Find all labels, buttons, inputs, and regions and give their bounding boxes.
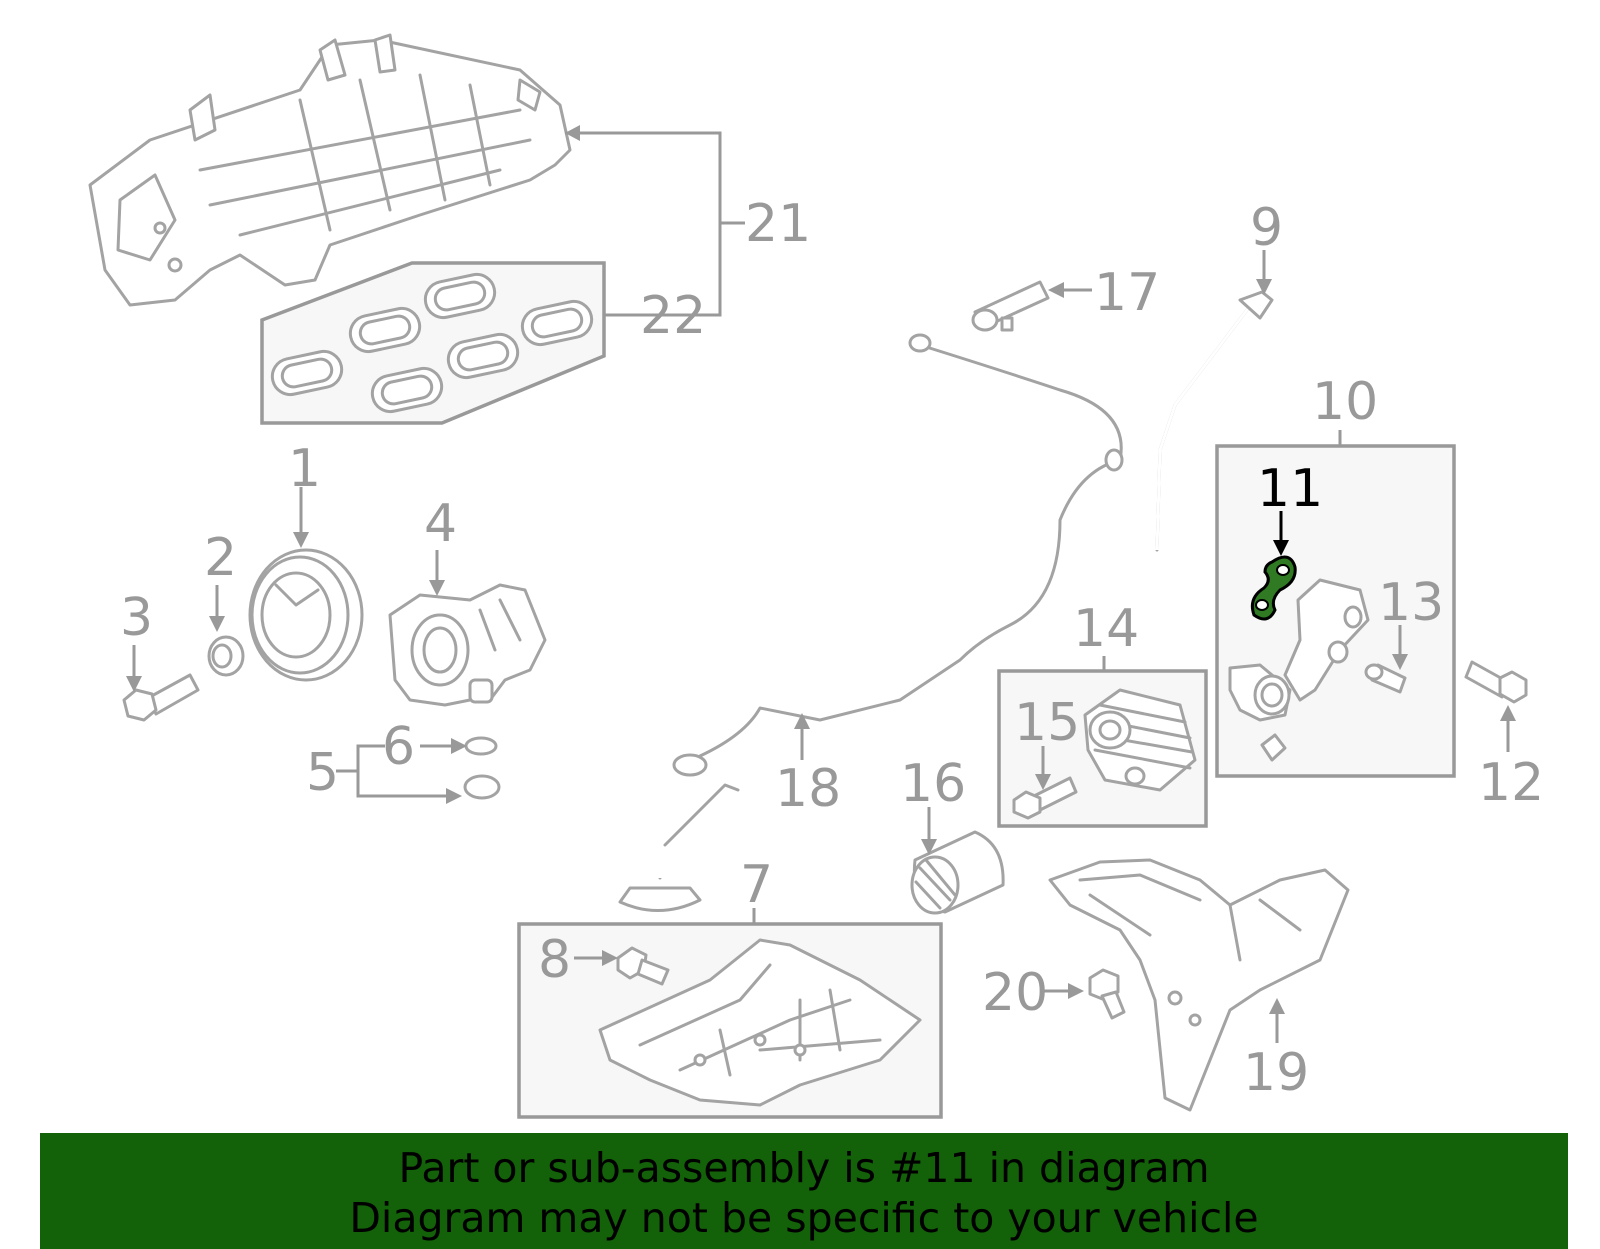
intake-manifold[interactable] [88,33,572,307]
oil-cooler[interactable] [1083,688,1197,792]
oil-pan-bolt[interactable] [616,946,670,986]
shield-bolt[interactable] [1088,968,1126,1020]
callout-20: 20 [982,963,1048,1023]
callout-1: 1 [288,439,321,499]
callout-7: 7 [740,855,773,915]
callout-6: 6 [382,717,415,777]
callout-3: 3 [120,588,153,648]
oil-pan[interactable] [598,938,922,1107]
gasket-ring-5 [446,332,520,380]
gasket-ring-1 [270,349,344,397]
washer[interactable] [207,635,245,677]
callout-14: 14 [1073,599,1139,659]
callout-10: 10 [1312,372,1378,432]
callout-5: 5 [306,743,339,803]
oil-level-indicator[interactable] [1155,290,1274,552]
oil-pan-shield[interactable] [1048,858,1350,1112]
callout-8: 8 [538,930,571,990]
pulley-bolt[interactable] [122,673,200,722]
oil-pressure-sensor[interactable] [1364,663,1407,694]
banner-line-2: Diagram may not be specific to your vehi… [349,1194,1259,1242]
callout-18: 18 [775,759,841,819]
callout-21: 21 [745,194,811,254]
oil-pickup-tube[interactable] [463,774,740,912]
oil-filter[interactable] [910,830,1005,915]
gasket-ring-4 [370,366,444,414]
callout-22: 22 [640,286,706,346]
banner-line-1: Part or sub-assembly is #11 in diagram [398,1144,1210,1192]
notice-banner: Part or sub-assembly is #11 in diagram D… [40,1133,1568,1249]
adapter-bolt[interactable] [1464,660,1528,704]
callout-12: 12 [1478,753,1544,813]
oil-filter-adapter-gasket[interactable] [1250,555,1297,621]
oil-cooler-bolt[interactable] [1012,776,1078,820]
dipstick-tube[interactable] [672,333,1124,777]
callout-13: 13 [1378,573,1444,633]
gasket-ring-2 [348,306,422,354]
callout-16: 16 [900,754,966,814]
gasket-ring-3 [423,272,497,320]
callout-11: 11 [1257,459,1323,519]
callout-9: 9 [1250,198,1283,258]
dipstick-handle[interactable] [971,280,1050,332]
callout-2: 2 [204,528,237,588]
oil-filter-adapter[interactable] [1228,578,1370,762]
o-ring[interactable] [464,736,498,756]
oil-pump[interactable] [388,583,547,707]
intake-gasket-set[interactable] [260,261,606,425]
callout-4: 4 [424,494,457,554]
crankshaft-pulley[interactable] [248,548,364,682]
callout-19: 19 [1243,1043,1309,1103]
callout-15: 15 [1014,693,1080,753]
callout-17: 17 [1094,263,1160,323]
gasket-ring-6 [520,299,594,347]
